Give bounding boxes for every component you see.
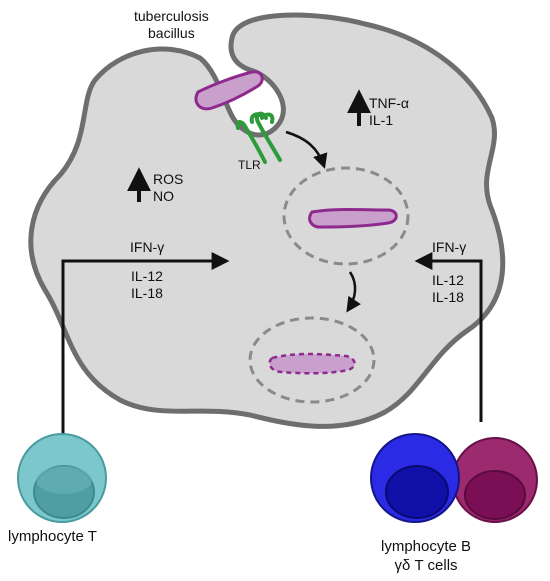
gamma-delta-t-cell xyxy=(452,437,538,523)
left-interleukins: IL-12 IL-18 xyxy=(131,268,163,302)
b-cell-signal-arrow xyxy=(414,252,483,422)
left-il12-label: IL-12 xyxy=(131,268,163,284)
arrow-internalization xyxy=(285,130,328,169)
tlr-label: TLR xyxy=(238,158,261,172)
tnf-alpha-label: TNF-α xyxy=(369,95,409,111)
t-cell-signal-arrow xyxy=(61,252,230,436)
bacillus-degraded xyxy=(268,352,356,375)
t-lymphocyte-label: lymphocyte T xyxy=(8,528,97,545)
phagolysosome-vesicle xyxy=(248,316,376,404)
b-lymphocyte-cell xyxy=(370,433,460,523)
t-lymphocyte-cell xyxy=(17,433,107,523)
bacillus-extracellular xyxy=(194,70,264,111)
phagosome-vesicle xyxy=(282,166,410,266)
gd-t-cell-label-line2: γδ T cells xyxy=(394,557,458,574)
bacillus-label-line2: bacillus xyxy=(148,25,195,41)
left-ifn-label: IFN-γ xyxy=(130,239,165,255)
right-il12-label: IL-12 xyxy=(432,272,464,288)
arrow-maturation xyxy=(346,271,361,313)
il1-label: IL-1 xyxy=(369,112,394,128)
tlr-receptor xyxy=(235,111,282,164)
ros-no-label: ROS NO xyxy=(153,171,183,205)
bacillus-label: tuberculosis bacillus xyxy=(134,8,209,42)
right-interleukins: IL-12 IL-18 xyxy=(432,272,464,306)
tnf-il1-label: TNF-α IL-1 xyxy=(369,95,409,129)
b-lymphocyte-label: lymphocyte B γδ T cells xyxy=(381,537,471,575)
macrophage-cell xyxy=(28,12,506,429)
bacillus-internalized xyxy=(308,208,398,229)
b-cell-label-line1: lymphocyte B xyxy=(381,538,472,555)
no-label: NO xyxy=(153,188,174,204)
right-il18-label: IL-18 xyxy=(432,289,464,305)
bacillus-label-line1: tuberculosis xyxy=(134,8,209,24)
right-ifn-label: IFN-γ xyxy=(432,239,467,255)
ros-label: ROS xyxy=(153,171,184,187)
left-il18-label: IL-18 xyxy=(131,285,163,301)
